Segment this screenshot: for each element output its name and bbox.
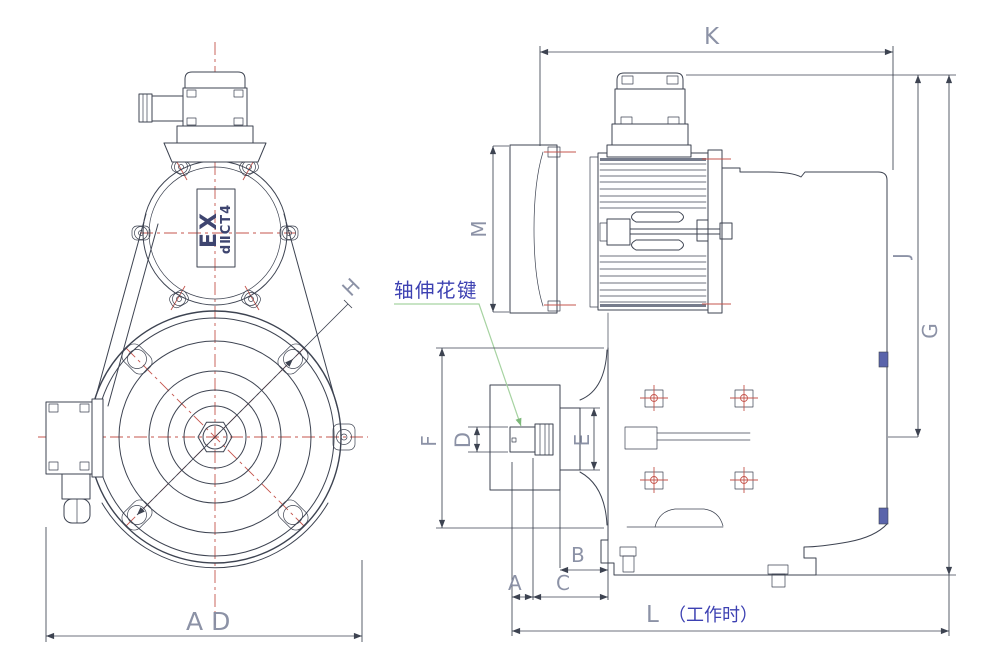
dim-A: A	[508, 458, 534, 636]
dim-label-c: C	[556, 571, 570, 595]
dim-label-f: F	[417, 435, 441, 447]
motor-center-boss	[599, 211, 733, 251]
junction-box-screws	[186, 89, 244, 126]
dim-M: M	[467, 145, 509, 313]
dim-AD: AD	[45, 527, 363, 642]
gearbox-housing	[579, 161, 889, 588]
cable-gland-left	[61, 473, 91, 524]
dim-label-e: E	[570, 434, 594, 447]
ex-marking-line1: EX	[197, 210, 222, 248]
foot-bolts	[619, 546, 789, 588]
top-junction-box	[138, 71, 267, 163]
dim-K: K	[539, 24, 894, 170]
side-box-screws	[620, 75, 680, 125]
front-view: EX dⅡCT4	[38, 42, 368, 642]
dim-label-a: A	[508, 571, 522, 595]
motor-finned-body	[589, 149, 733, 314]
dim-J: J	[686, 74, 956, 438]
dim-label-j: J	[889, 253, 913, 261]
cable-gland-top	[138, 93, 184, 123]
spline-callout-label: 轴伸花键	[394, 279, 478, 302]
ex-marking-plate	[196, 188, 236, 268]
side-junction-box	[606, 72, 692, 158]
dim-F: F	[417, 347, 604, 529]
plug-markers	[640, 385, 758, 493]
dim-label-g: G	[918, 323, 942, 339]
dim-label-d: D	[451, 432, 475, 448]
dim-E: E	[562, 407, 600, 471]
dim-label-ad: AD	[186, 607, 238, 636]
left-junction-box	[45, 398, 104, 524]
dim-label-m: M	[467, 220, 491, 237]
spline-callout: 轴伸花键	[394, 279, 522, 427]
fan-cowl	[509, 144, 576, 314]
dim-G: G	[816, 75, 956, 576]
dim-label-b: B	[571, 543, 585, 567]
ex-marking-line2: dⅡCT4	[219, 204, 234, 254]
belt-housing-tangents	[89, 213, 339, 419]
dim-C: C	[533, 527, 609, 601]
motor-flange	[707, 149, 723, 314]
right-side-lug	[332, 423, 356, 451]
side-view: 轴伸花键 K M J G	[394, 24, 956, 636]
inner-shaft-end	[624, 426, 751, 450]
dim-label-l: L	[646, 602, 659, 628]
dim-label-h: H	[337, 273, 365, 301]
dim-L: L （工作时）	[512, 575, 950, 636]
left-box-screws	[48, 403, 90, 471]
output-shaft-boss	[489, 384, 581, 491]
dim-label-l-suffix: （工作时）	[668, 605, 758, 626]
dim-B: B	[559, 474, 608, 574]
dim-label-k: K	[704, 24, 720, 50]
dim-D: D	[451, 426, 508, 453]
gear-housing-circle	[88, 310, 356, 569]
